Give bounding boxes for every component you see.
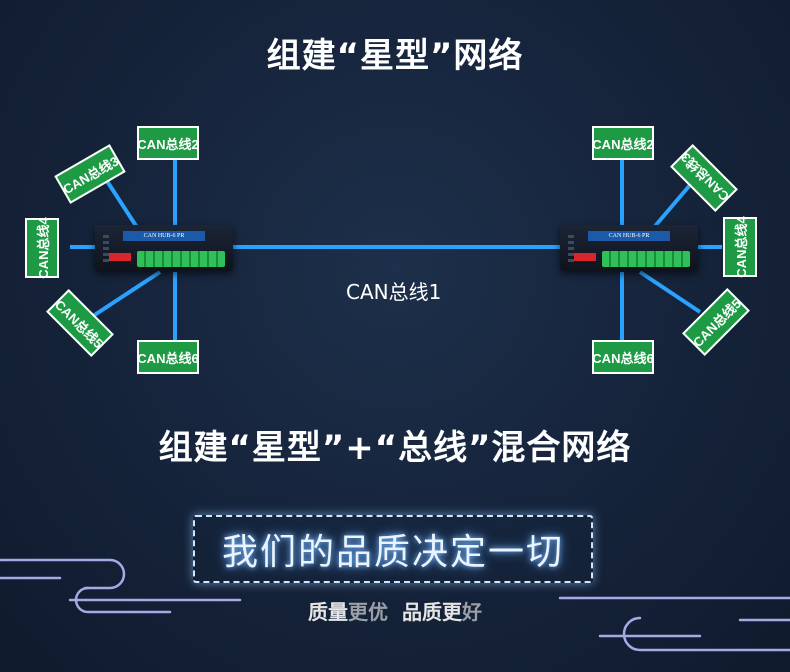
title-hybrid-network: 组建“星型”+“总线”混合网络	[158, 428, 632, 468]
left-node-2: CAN总线2	[137, 126, 199, 160]
right-star-lines	[620, 160, 722, 340]
left-node-6: CAN总线6	[137, 340, 199, 374]
left-star-lines	[70, 160, 177, 340]
slogan-part-4: 更	[441, 600, 462, 624]
hub-label-right: CAN HUB-6 PR	[588, 231, 670, 241]
right-node-6: CAN总线6	[592, 340, 654, 374]
hub-label-left: CAN HUB-6 PR	[123, 231, 205, 241]
slogan-line: 质量更优 品质更好	[0, 596, 790, 625]
slogan-neon-text: 我们的品质决定一切	[221, 532, 564, 573]
right-node-2: CAN总线2	[592, 126, 654, 160]
slogan-neon-box: 我们的品质决定一切	[193, 515, 593, 583]
slogan-part-5: 好	[461, 600, 482, 624]
bus-label: CAN总线1	[346, 280, 442, 304]
hub-device-right: CAN HUB-6 PR	[560, 225, 698, 271]
slogan-part-3: 品质	[401, 600, 442, 624]
slogan-part-2: 更优	[348, 600, 389, 624]
title-star-network: 组建“星型”网络	[266, 36, 524, 76]
slogan-part-1: 质量	[308, 600, 349, 624]
hub-device-left: CAN HUB-6 PR	[95, 225, 233, 271]
